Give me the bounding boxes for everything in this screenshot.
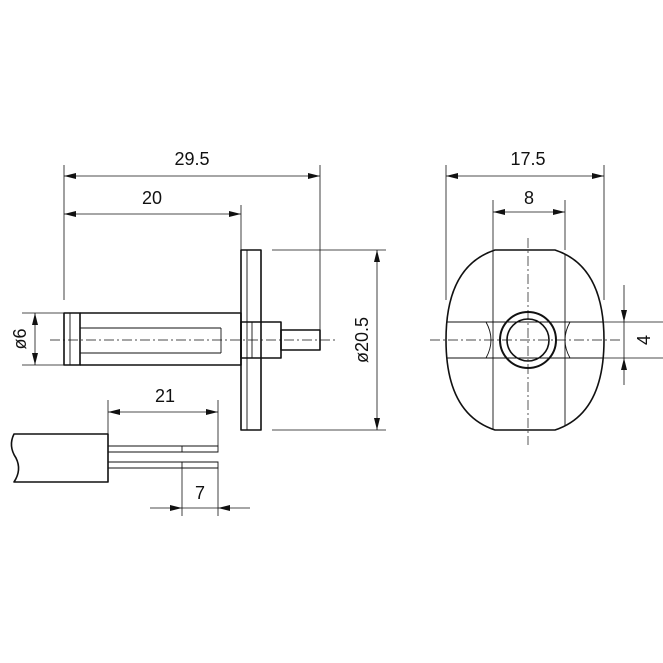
dim-body-length: 20 — [64, 188, 242, 250]
front-view — [430, 238, 620, 445]
dim-overall-length: 29.5 — [63, 149, 321, 330]
label-d6: ø6 — [10, 328, 30, 349]
dim-inner-width: 8 — [492, 188, 566, 250]
front-body-outline — [445, 249, 605, 431]
label-17-5: 17.5 — [510, 149, 545, 169]
dim-wire-length: 21 — [107, 386, 219, 446]
label-7: 7 — [195, 483, 205, 503]
dim-slot-height: 4 — [604, 285, 663, 385]
dim-wire-strip: 7 — [150, 468, 250, 516]
center-ring-outer — [499, 311, 557, 369]
shaft-cap — [63, 312, 81, 366]
dim-flange-diameter: ø20.5 — [272, 249, 386, 431]
label-21: 21 — [155, 386, 175, 406]
cable — [10, 433, 219, 483]
label-d20-5: ø20.5 — [352, 317, 372, 363]
label-20: 20 — [142, 188, 162, 208]
label-8: 8 — [524, 188, 534, 208]
wire-top — [108, 445, 219, 453]
shaft-body — [80, 312, 242, 366]
pin — [280, 329, 321, 351]
wire-bottom — [108, 461, 219, 469]
dim-shaft-diameter: ø6 — [10, 312, 64, 366]
label-29-5: 29.5 — [174, 149, 209, 169]
dim-width: 17.5 — [445, 149, 605, 300]
cable-jacket — [10, 433, 109, 483]
label-4: 4 — [634, 335, 654, 345]
side-view — [50, 249, 338, 431]
center-ring-inner — [506, 318, 550, 362]
